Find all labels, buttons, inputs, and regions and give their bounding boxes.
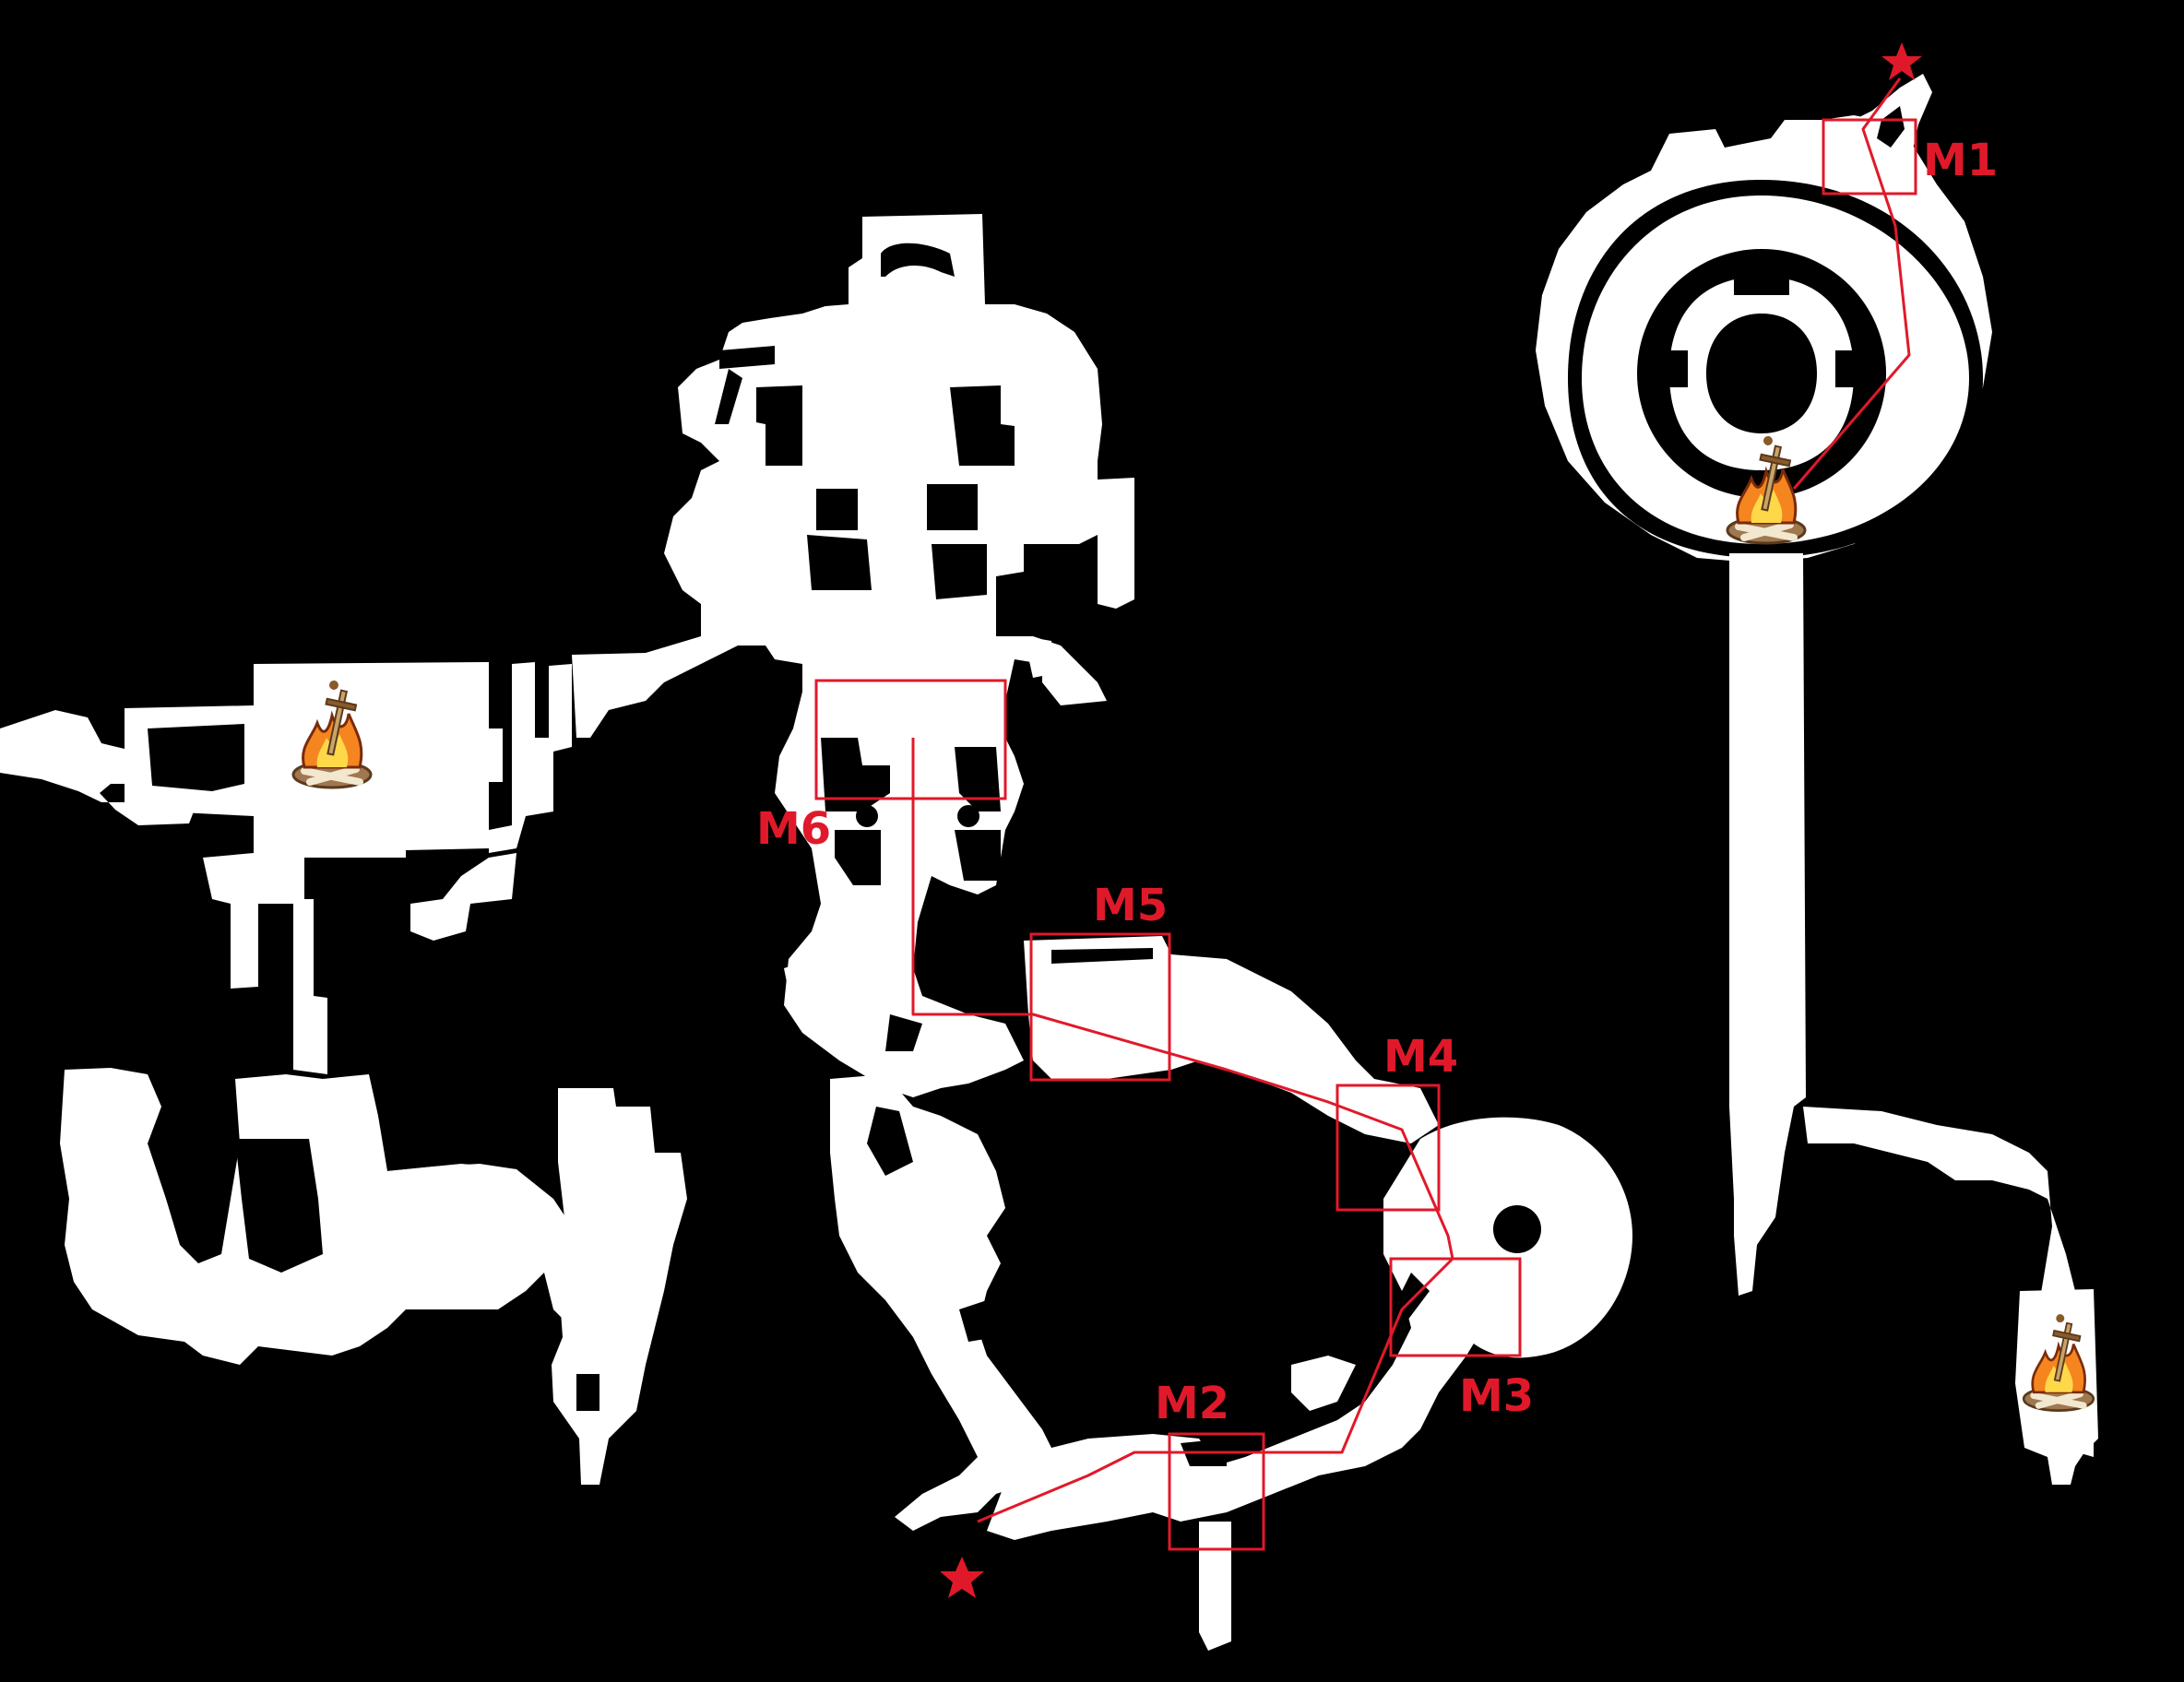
south-loop bbox=[830, 936, 1632, 1651]
marker-boxes: M1 M6 M5 M4 M3 M2 bbox=[756, 118, 1998, 1551]
marker-label-m3: M3 bbox=[1459, 1370, 1534, 1422]
marker-label-m5: M5 bbox=[1093, 880, 1168, 931]
marker-box-m5[interactable] bbox=[1029, 932, 1171, 1082]
marker-box-m2[interactable] bbox=[1168, 1432, 1265, 1551]
marker-box-m3[interactable] bbox=[1389, 1257, 1522, 1357]
route-path-tower bbox=[1792, 77, 1911, 490]
marker-box-m4[interactable] bbox=[1335, 1084, 1441, 1212]
route bbox=[911, 77, 1911, 1523]
star-icon[interactable] bbox=[1881, 42, 1922, 80]
route-endpoints bbox=[940, 42, 1922, 1598]
marker-label-m2: M2 bbox=[1155, 1378, 1229, 1429]
route-path-main bbox=[911, 738, 1454, 1523]
tower-region bbox=[1536, 74, 2098, 1485]
marker-box-m1[interactable] bbox=[1822, 118, 1917, 195]
star-icon[interactable] bbox=[940, 1557, 984, 1598]
marker-label-m1: M1 bbox=[1923, 135, 1998, 186]
marker-box-m6[interactable] bbox=[814, 679, 1007, 800]
west-region bbox=[0, 551, 775, 1485]
marker-label-m6: M6 bbox=[756, 803, 831, 855]
central-complex bbox=[664, 214, 1134, 1097]
marker-label-m4: M4 bbox=[1383, 1031, 1458, 1083]
